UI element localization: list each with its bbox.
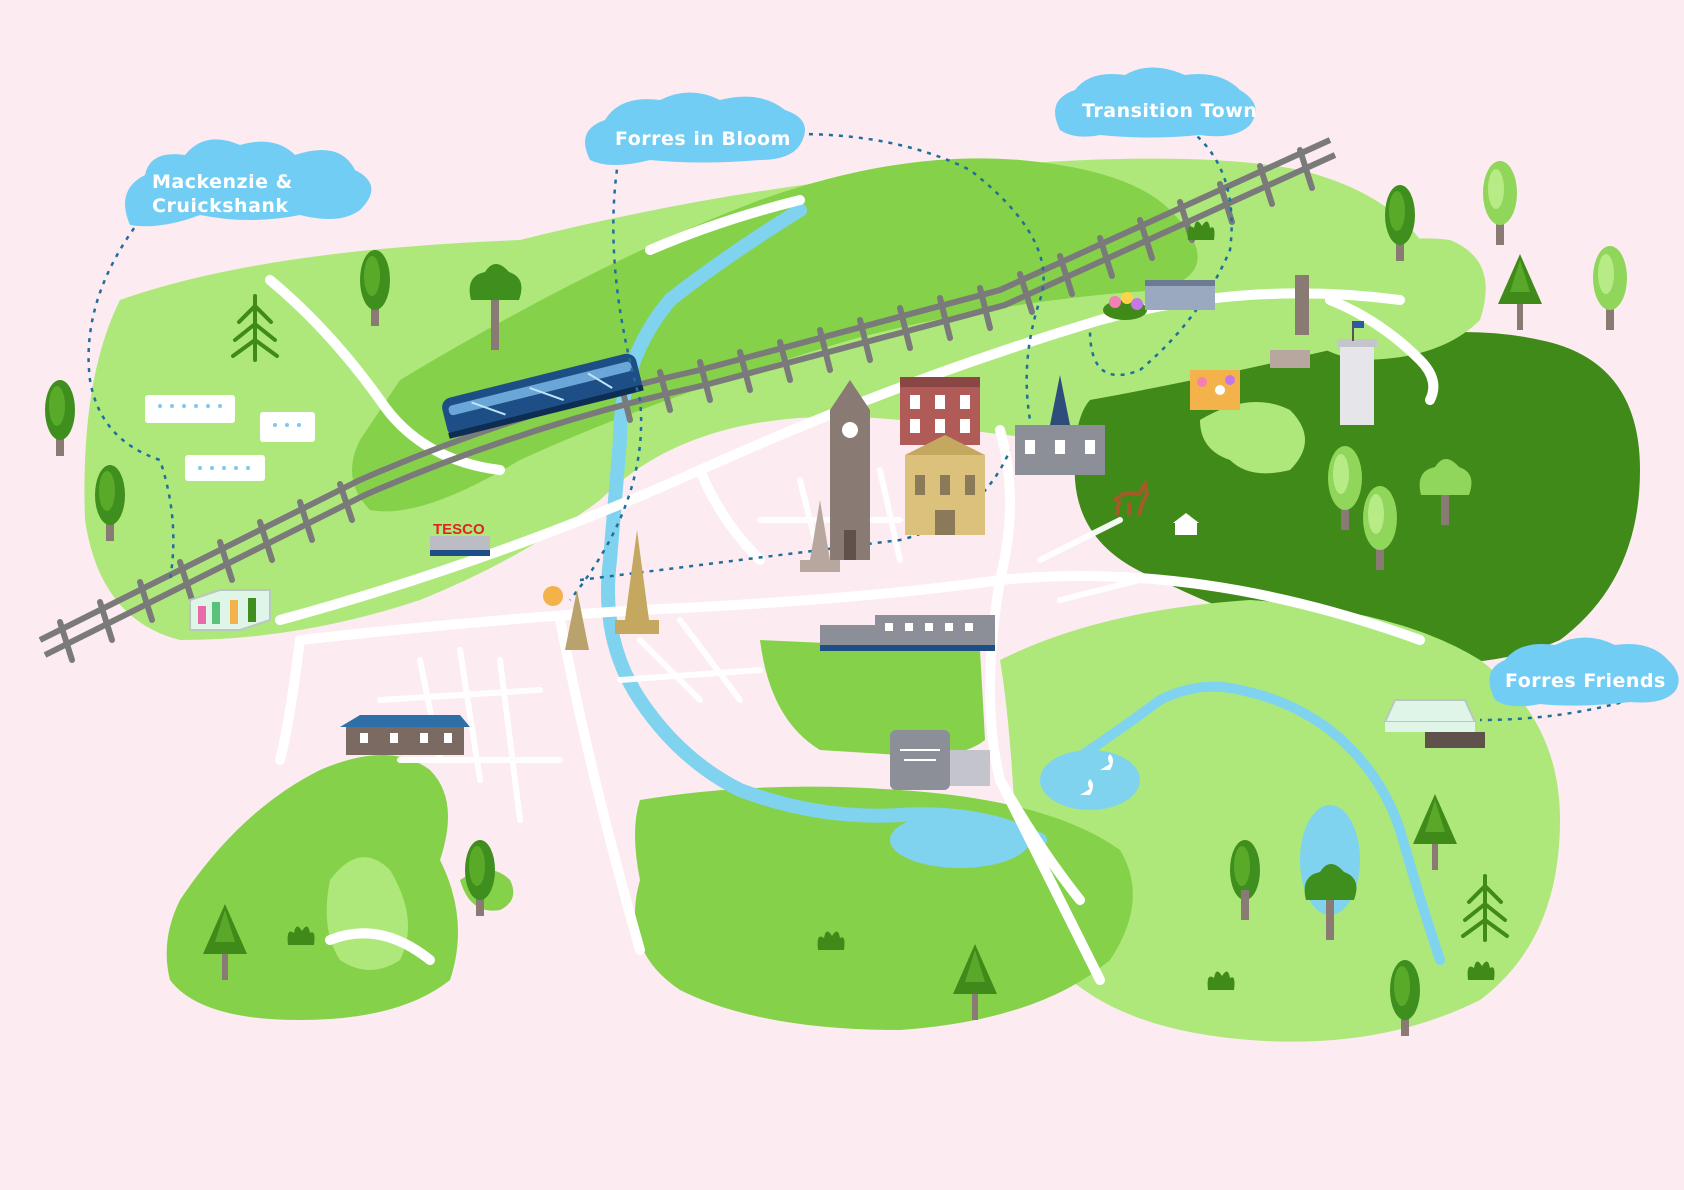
road-cluny: [1325, 295, 1439, 405]
road-south-central: [555, 615, 645, 955]
river-findhorn: [1055, 681, 1445, 965]
greenhouse-icon: [1383, 699, 1485, 748]
forres-in-bloom-cloud[interactable]: Forres in Bloom: [585, 92, 805, 166]
monument-icon: [1295, 275, 1309, 335]
road-south-west: [275, 635, 305, 765]
forres-friends-label: Forres Friends: [1505, 670, 1666, 692]
route-friends: [1479, 698, 1631, 722]
flower-bed-icon: [1190, 370, 1240, 410]
railway: [38, 137, 1337, 663]
tolbooth-icon: [1015, 375, 1105, 475]
greenhouse-icon: [1145, 280, 1215, 310]
town-hall-icon: [900, 377, 980, 445]
pool-building-icon: [890, 730, 990, 790]
street-grid-4: [1037, 517, 1143, 603]
transition-town-label: Transition Town: [1082, 100, 1257, 122]
store-icon: TESCO: [430, 521, 490, 556]
transition-town-cloud[interactable]: Transition Town: [1055, 67, 1257, 138]
statue-icon: [543, 586, 589, 650]
deer-icon: [1113, 478, 1150, 516]
flower-bed-icon: [1103, 292, 1147, 320]
route-transition: [1088, 129, 1233, 377]
cloud-icon: [585, 92, 805, 165]
river-burn: [601, 203, 1047, 847]
cloud-labels: Mackenzie & Cruickshank Forres in Bloom …: [125, 67, 1679, 707]
road-lower-ring: [325, 928, 435, 965]
minor-roads: [377, 467, 1143, 823]
monument-icon: [800, 500, 840, 572]
housing-block: [145, 395, 235, 423]
greenhouse-icon: [189, 589, 271, 631]
cloud-icon: [1489, 637, 1679, 707]
trees: [45, 161, 1627, 1036]
street-grid-2: [617, 617, 763, 703]
route-forres-bloom: [569, 149, 643, 601]
road-south-loop: [995, 775, 1105, 985]
water: [601, 203, 1445, 965]
landmarks: TESCO: [145, 275, 1485, 795]
community-hall-icon: [340, 715, 470, 755]
street-grid-1: [377, 647, 563, 823]
round-tree-icon: [469, 264, 522, 350]
round-tree-icon: [1304, 864, 1357, 940]
mackenzie-label-line2: Cruickshank: [152, 195, 289, 217]
tree-icon: [1241, 890, 1249, 920]
housing-block: [260, 412, 315, 442]
road-town-east: [995, 425, 1015, 585]
train-icon: [442, 353, 644, 439]
rail-sleepers: [57, 147, 1315, 663]
mackenzie-label-line1: Mackenzie &: [152, 171, 293, 193]
forres-friends-cloud[interactable]: Forres Friends: [1489, 637, 1679, 707]
library-icon: [905, 435, 985, 535]
tesco-sign: TESCO: [433, 521, 485, 538]
central-green: [760, 640, 985, 756]
leisure-centre-icon: [820, 615, 995, 651]
round-tree-icon: [1419, 459, 1472, 525]
road-north-arc: [645, 195, 805, 255]
market-cross-icon: [615, 530, 659, 634]
church-icon: [830, 380, 870, 560]
cluny-clearing: [1200, 402, 1305, 474]
tower-icon: [1337, 321, 1377, 425]
route-mackenzie: [87, 219, 175, 581]
forres-in-bloom-label: Forres in Bloom: [615, 128, 791, 150]
mackenzie-cloud[interactable]: Mackenzie & Cruickshank: [125, 139, 372, 227]
road-town-north: [695, 465, 765, 565]
swan-icon: [1080, 754, 1113, 795]
building-icon: [1270, 350, 1310, 368]
rail-line-bottom: [43, 152, 1337, 658]
pond-south: [890, 812, 1030, 868]
cloud-icon: [125, 139, 372, 227]
road-high-street: [295, 571, 1425, 645]
cloud-icon: [1055, 67, 1256, 138]
hut-icon: [1173, 513, 1199, 535]
